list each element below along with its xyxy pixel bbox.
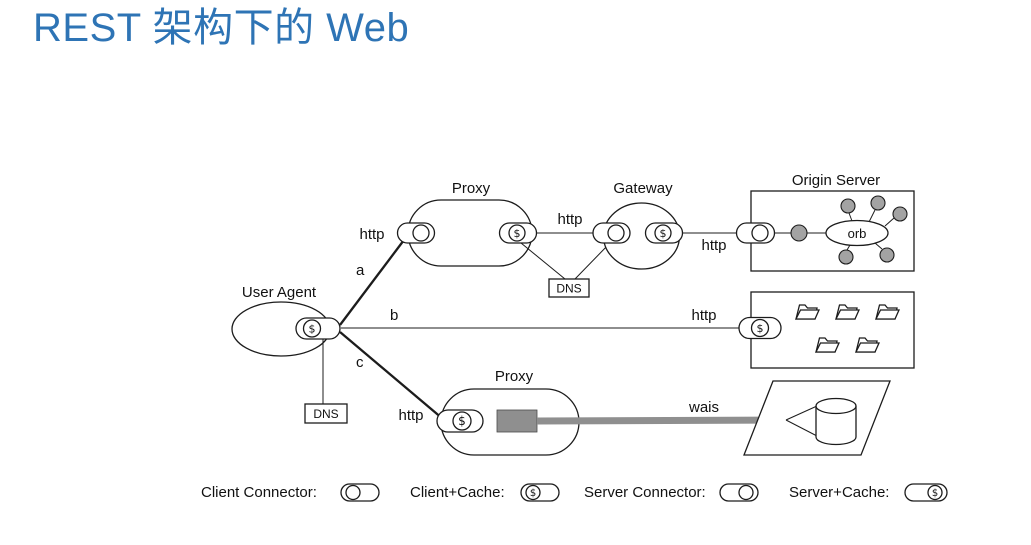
orb-satellite-line	[848, 212, 853, 222]
origin-server-label: Origin Server	[792, 172, 880, 189]
http-proxy-gateway-label: http	[557, 211, 582, 228]
wais-line	[536, 416, 787, 425]
edge-b-label: b	[390, 307, 398, 324]
proxy-top-server-connector	[396, 222, 436, 244]
orb-satellite-circle	[870, 195, 886, 211]
client-connector-glyph	[340, 483, 380, 502]
orb-satellite-circle	[879, 247, 895, 263]
cache-symbol: $	[309, 323, 316, 336]
legend-item-client-connector: Client Connector:	[201, 483, 380, 502]
legend-label: Client Connector:	[201, 484, 317, 501]
orb-hub-circle	[790, 224, 808, 242]
proxy-cache-block	[496, 409, 538, 433]
orb-satellite-line	[868, 209, 876, 223]
proxy-top-client-cache-connector: $	[498, 222, 538, 244]
legend-label: Server+Cache:	[789, 484, 889, 501]
orb-satellite-line	[884, 217, 895, 227]
page-title: REST 架构下的 Web	[33, 6, 410, 50]
legend: Client Connector: Client+Cache: $ Server…	[201, 483, 948, 502]
cache-symbol: $	[757, 322, 764, 335]
proxy-top-node: Proxy $	[396, 180, 538, 267]
orb-label: orb	[848, 226, 867, 241]
proxy-top-label: Proxy	[452, 180, 491, 197]
orb-satellite-line	[874, 242, 883, 250]
user-agent-node: User Agent $	[231, 284, 341, 357]
edge-c-label: c	[356, 354, 364, 371]
cache-symbol: $	[932, 488, 938, 499]
orb-satellite-circle	[892, 206, 908, 222]
orb-satellite-line	[846, 244, 851, 251]
orb-shape	[825, 219, 889, 247]
server-connector-glyph	[719, 483, 759, 502]
legend-item-server-cache: Server+Cache: $	[789, 483, 948, 502]
legend-item-client-cache: Client+Cache: $	[410, 483, 560, 502]
edge-a-line	[339, 235, 408, 326]
database-cylinder-icon	[815, 397, 857, 446]
cache-symbol: $	[660, 227, 667, 240]
dns-top-label: DNS	[556, 282, 581, 296]
wais-store-node	[743, 380, 891, 456]
legend-label: Server Connector:	[584, 484, 706, 501]
proxy-bottom-label: Proxy	[495, 368, 534, 385]
cache-symbol: $	[458, 414, 466, 428]
proxy-bottom-server-cache-connector: $	[436, 409, 484, 433]
server-cache-glyph: $	[904, 483, 948, 502]
file-store-server-cache-connector: $	[738, 316, 782, 340]
edge-http-a-label: http	[359, 226, 384, 243]
edge-c-line	[339, 331, 444, 420]
cache-symbol: $	[530, 488, 536, 499]
wais-label: wais	[688, 399, 719, 416]
edge-a-label: a	[356, 262, 365, 279]
wais-fan-line	[785, 419, 818, 437]
orb-satellite-circle	[838, 249, 854, 265]
origin-server-node: Origin Server orb	[735, 172, 915, 272]
legend-item-server-connector: Server Connector:	[584, 483, 759, 502]
orb-satellite-circle	[840, 198, 856, 214]
proxy-bottom-node: Proxy $	[436, 368, 580, 456]
dns-v-line-right	[574, 242, 611, 280]
edge-http-c-label: http	[398, 407, 423, 424]
file-store-node: $	[738, 291, 915, 369]
gateway-client-cache-connector: $	[644, 222, 684, 244]
gateway-node: Gateway $	[592, 180, 684, 270]
dns-top-box: DNS	[548, 278, 590, 298]
client-cache-connector: $	[295, 317, 341, 340]
cache-symbol: $	[514, 227, 521, 240]
legend-label: Client+Cache:	[410, 484, 505, 501]
dns-bottom-label: DNS	[313, 407, 338, 421]
wais-fan-line	[785, 405, 818, 421]
gateway-label: Gateway	[613, 180, 673, 197]
client-cache-glyph: $	[520, 483, 560, 502]
dns-v-line-left	[520, 242, 566, 280]
origin-server-connector	[735, 222, 776, 244]
gateway-server-connector	[592, 222, 631, 244]
user-agent-label: User Agent	[242, 284, 317, 301]
http-gateway-origin-label: http	[701, 237, 726, 254]
edge-http-b-label: http	[691, 307, 716, 324]
dns-bottom-box: DNS	[304, 403, 348, 424]
